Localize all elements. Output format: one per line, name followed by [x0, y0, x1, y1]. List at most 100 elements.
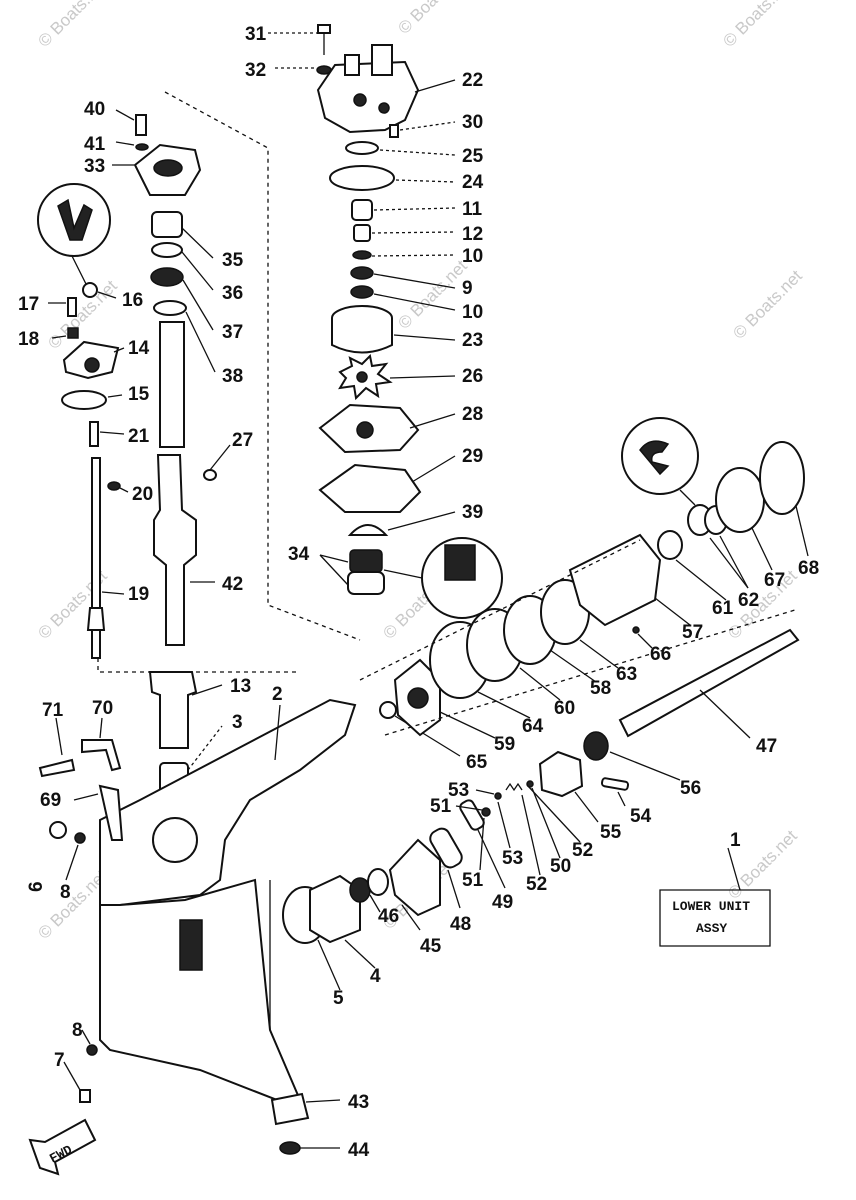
part-10-oring-lower — [350, 285, 374, 299]
callout-68: 68 — [798, 558, 819, 579]
part-54-pin — [600, 777, 630, 791]
callout-36: 36 — [222, 283, 243, 304]
fwd-arrow — [28, 1118, 97, 1176]
callout-20: 20 — [132, 484, 153, 505]
callout-28: 28 — [462, 404, 483, 425]
callout-46: 46 — [378, 906, 399, 927]
part-38-gasket — [153, 300, 187, 316]
part-31-bolt-head — [317, 24, 331, 34]
callout-55: 55 — [600, 822, 622, 843]
part-69-link — [98, 784, 124, 841]
callout-6: 6 — [26, 881, 47, 892]
callout-8-lower: 8 — [72, 1020, 83, 1041]
callout-5: 5 — [333, 988, 344, 1009]
callout-26: 26 — [462, 366, 483, 387]
watermark-1: © Boats.net — [34, 0, 111, 51]
part-68-seal-ring — [759, 441, 805, 515]
part-8-gasket-upper — [74, 832, 86, 844]
callout-60: 60 — [554, 698, 575, 719]
part-47-propeller-shaft — [618, 628, 800, 738]
part-46-shim — [349, 877, 371, 903]
part-71-screw — [38, 758, 76, 778]
part-7-plug — [79, 1089, 91, 1103]
part-48-plunger — [429, 827, 463, 869]
callout-44: 44 — [348, 1140, 370, 1161]
callout-43: 43 — [348, 1092, 369, 1113]
callout-7: 7 — [54, 1050, 65, 1071]
part-43-anode — [270, 1092, 310, 1126]
part-2-lower-casing — [99, 698, 357, 906]
part-51-ball — [481, 807, 491, 817]
callout-53-lower: 53 — [502, 848, 523, 869]
callout-45: 45 — [420, 936, 442, 957]
callout-32: 32 — [245, 60, 266, 81]
callout-42: 42 — [222, 574, 243, 595]
part-37-oil-seal — [150, 267, 184, 287]
part-8-gasket-lower — [86, 1044, 98, 1056]
part-15-oring — [61, 390, 107, 410]
driveshaft-upper — [159, 321, 185, 448]
part-67-shim — [715, 467, 765, 533]
assy-label-line2: ASSY — [696, 921, 727, 936]
callout-53-upper: 53 — [448, 780, 469, 801]
callout-64: 64 — [522, 716, 544, 737]
part-56-spring — [583, 731, 609, 761]
part-10-oring-upper — [352, 250, 372, 260]
assy-label-line1: LOWER UNIT — [672, 899, 750, 914]
callout-58: 58 — [590, 678, 611, 699]
callout-40: 40 — [84, 99, 105, 120]
callout-31: 31 — [245, 24, 267, 45]
part-70-tube — [81, 739, 122, 772]
watermark-6: © Boats.net — [729, 266, 806, 343]
callout-67: 67 — [764, 570, 785, 591]
watermark-3: © Boats.net — [719, 0, 796, 51]
part-53-ball — [494, 792, 502, 800]
callout-19: 19 — [128, 584, 149, 605]
callout-22: 22 — [462, 70, 483, 91]
callout-34: 34 — [288, 544, 310, 565]
callout-12: 12 — [462, 224, 483, 245]
callout-48: 48 — [450, 914, 471, 935]
part-29-gasket — [318, 463, 422, 513]
detail-inset-16 — [37, 183, 111, 257]
callout-54: 54 — [630, 806, 652, 827]
callout-29: 29 — [462, 446, 483, 467]
callout-51-upper: 51 — [430, 796, 452, 817]
part-45-pinion-gear — [388, 838, 441, 917]
part-65-ring — [379, 701, 397, 719]
part-18-nut — [67, 327, 79, 339]
part-57-bearing-housing — [568, 533, 662, 627]
callout-24: 24 — [462, 172, 484, 193]
watermark-2: © Boats.net — [394, 0, 471, 38]
callout-1: 1 — [730, 830, 741, 851]
callout-21: 21 — [128, 426, 150, 447]
assy-label-box — [659, 889, 771, 947]
part-55-dog-clutch — [538, 750, 584, 798]
callout-38: 38 — [222, 366, 243, 387]
part-61-bearing — [657, 530, 683, 560]
part-36-oring — [151, 242, 183, 258]
callout-39: 39 — [462, 502, 483, 523]
callout-57: 57 — [682, 622, 703, 643]
part-40-bolt — [135, 114, 147, 136]
callout-35: 35 — [222, 250, 244, 271]
callout-61: 61 — [712, 598, 734, 619]
callout-50: 50 — [550, 856, 571, 877]
gearcase-parts — [282, 417, 809, 991]
part-22-pump-housing — [316, 60, 420, 134]
callout-70: 70 — [92, 698, 113, 719]
callout-18: 18 — [18, 329, 39, 350]
watermark-5: © Boats.net — [394, 256, 471, 333]
part-44-washer — [279, 1141, 301, 1155]
callout-13: 13 — [230, 676, 251, 697]
callout-69: 69 — [40, 790, 61, 811]
callout-51-lower: 51 — [462, 870, 484, 891]
callout-27: 27 — [232, 430, 253, 451]
callout-37: 37 — [222, 322, 243, 343]
callout-16: 16 — [122, 290, 143, 311]
detail-inset-62 — [621, 417, 699, 495]
part-27-key — [203, 469, 217, 481]
callout-10-upper: 10 — [462, 246, 483, 267]
callout-2: 2 — [272, 684, 283, 705]
